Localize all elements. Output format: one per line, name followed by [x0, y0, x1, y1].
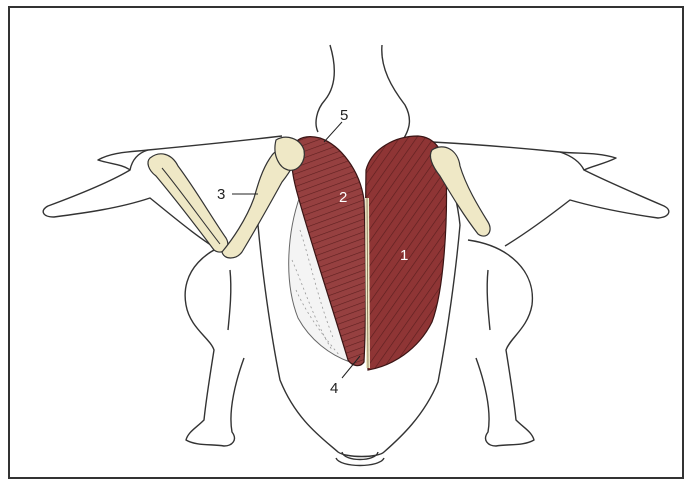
label-2: 2 [339, 189, 347, 206]
label-1: 1 [400, 247, 408, 264]
left-wing-bones [148, 137, 304, 258]
label-5-leader [324, 122, 342, 142]
label-4: 4 [330, 380, 338, 397]
label-3: 3 [217, 186, 225, 203]
label-5: 5 [340, 107, 348, 124]
